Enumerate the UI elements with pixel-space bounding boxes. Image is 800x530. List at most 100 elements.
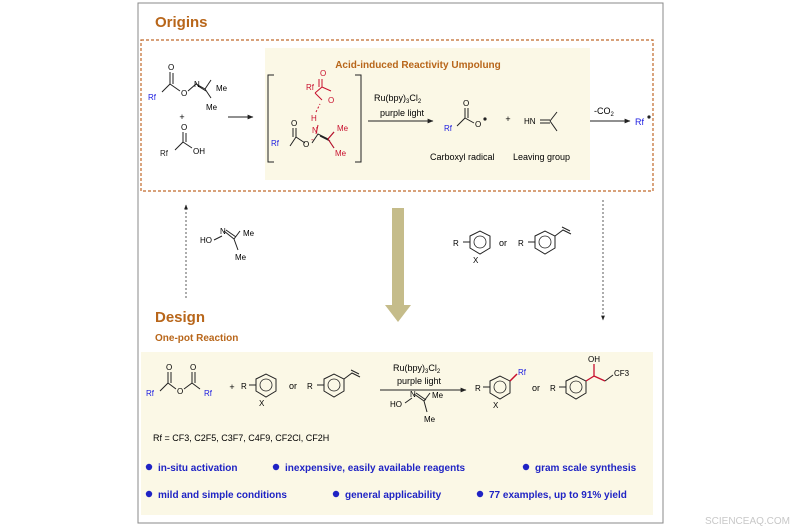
bullet [476, 490, 484, 498]
watermark: SCIENCEAQ.COM [705, 516, 790, 527]
oxime-additive-structure: HO N Me Me [390, 390, 444, 424]
bullet [332, 490, 340, 498]
radical-dot [483, 117, 487, 121]
heteroarene-structure: R X [453, 230, 491, 265]
rf-label: Rf [271, 139, 280, 148]
design-subtitle: One-pot Reaction [155, 333, 238, 344]
imine-structure: HN [524, 111, 558, 132]
or-label: or [499, 238, 507, 248]
radical-o: O [475, 120, 481, 129]
rf-radical: Rf [635, 117, 644, 127]
anhydride-structure: Rf O O O Rf [146, 363, 213, 398]
carbonyl-o: O [168, 63, 174, 72]
umpolung-panel [265, 48, 590, 180]
ester-o: O [303, 140, 309, 149]
r-label: R [550, 384, 556, 393]
me-label: Me [337, 124, 349, 133]
rf-label: Rf [148, 93, 157, 102]
radical-dot [647, 115, 651, 119]
condition-label: purple light [397, 376, 442, 386]
ho-label: HO [390, 400, 402, 409]
carbonyl-o: O [190, 363, 196, 372]
decarboxylation-label: -CO2 [594, 106, 615, 118]
r-label: R [453, 239, 459, 248]
cf3-label: CF3 [614, 369, 630, 378]
carbonyl-o: O [166, 363, 172, 372]
oh-label: OH [588, 355, 600, 364]
n-atom: N [194, 80, 200, 89]
me-label: Me [432, 391, 444, 400]
bullet [272, 463, 280, 471]
rf-label: Rf [518, 368, 527, 377]
heteroarene-structure: R X [241, 373, 277, 408]
oh-label: OH [193, 147, 205, 156]
feature-gram-scale: gram scale synthesis [535, 463, 637, 474]
r-label: R [518, 239, 524, 248]
r-label: R [307, 382, 313, 391]
bullet [145, 490, 153, 498]
x-label: X [493, 401, 499, 410]
h-bonded-complex: Rf O O H Rf O O N - Me Me [267, 69, 362, 163]
trifluoro-alcohol-product: R OH CF3 [550, 355, 630, 400]
minus-sign: - [311, 135, 314, 144]
n-atom: N [220, 227, 226, 236]
feature-inexpensive-reagents: inexpensive, easily available reagents [285, 463, 466, 474]
feature-in-situ-activation: in-situ activation [158, 463, 237, 474]
x-label: X [259, 399, 265, 408]
feature-general-applicability: general applicability [345, 490, 442, 501]
rf-label: Rf [160, 149, 169, 158]
ester-o: O [181, 89, 187, 98]
r-label: R [241, 382, 247, 391]
design-title: Design [155, 309, 205, 326]
me-label: Me [424, 415, 436, 424]
carboxyl-radical-structure: Rf O O [444, 99, 487, 133]
origins-title: Origins [155, 14, 208, 31]
oxime-structure: HO N Me Me [200, 227, 255, 262]
feature-mild-conditions: mild and simple conditions [158, 490, 287, 501]
x-label: X [473, 256, 479, 265]
carboxyl-radical-label: Carboxyl radical [430, 152, 495, 162]
umpolung-title: Acid-induced Reactivity Umpolung [335, 60, 501, 71]
carbonyl-o: O [181, 123, 187, 132]
bridging-o: O [177, 387, 183, 396]
hydroxyl-o: O [328, 96, 334, 105]
oxime-ester-structure: Rf O O N Me Me [148, 63, 228, 112]
styrene-structure: R [307, 369, 361, 398]
acid-structure: Rf O OH [160, 123, 205, 158]
bullet [522, 463, 530, 471]
rf-arene-product: R X Rf [475, 368, 527, 410]
plus-sign: + [505, 114, 510, 124]
or-label: or [289, 381, 297, 391]
condition-label: purple light [380, 108, 425, 118]
ho-label: HO [200, 236, 212, 245]
or-label: or [532, 383, 540, 393]
origins-dashed-box [140, 39, 654, 192]
me-label: Me [243, 229, 255, 238]
bullet [145, 463, 153, 471]
me-label: Me [235, 253, 247, 262]
design-panel [141, 352, 653, 515]
plus-sign: + [229, 382, 234, 392]
big-down-arrow [385, 208, 411, 322]
styrene-structure: R [518, 226, 572, 255]
rf-label: Rf [204, 389, 213, 398]
me-label: Me [206, 103, 218, 112]
me-label: Me [216, 84, 228, 93]
rf-label: Rf [306, 83, 315, 92]
feature-examples-yield: 77 examples, up to 91% yield [489, 490, 627, 501]
rf-definition: Rf = CF3, C2F5, C3F7, C4F9, CF2Cl, CF2H [153, 433, 329, 443]
rf-label: Rf [444, 124, 453, 133]
hn-label: HN [524, 117, 536, 126]
n-atom: N [312, 126, 318, 135]
carbonyl-o: O [463, 99, 469, 108]
catalyst-label: Ru(bpy)3Cl2 [374, 93, 422, 105]
h-atom: H [311, 114, 317, 123]
me-label: Me [335, 149, 347, 158]
n-atom: N [410, 390, 416, 399]
plus-sign: + [179, 112, 184, 122]
carbonyl-o: O [291, 119, 297, 128]
leaving-group-label: Leaving group [513, 152, 570, 162]
catalyst-label: Ru(bpy)3Cl2 [393, 363, 441, 375]
r-label: R [475, 384, 481, 393]
